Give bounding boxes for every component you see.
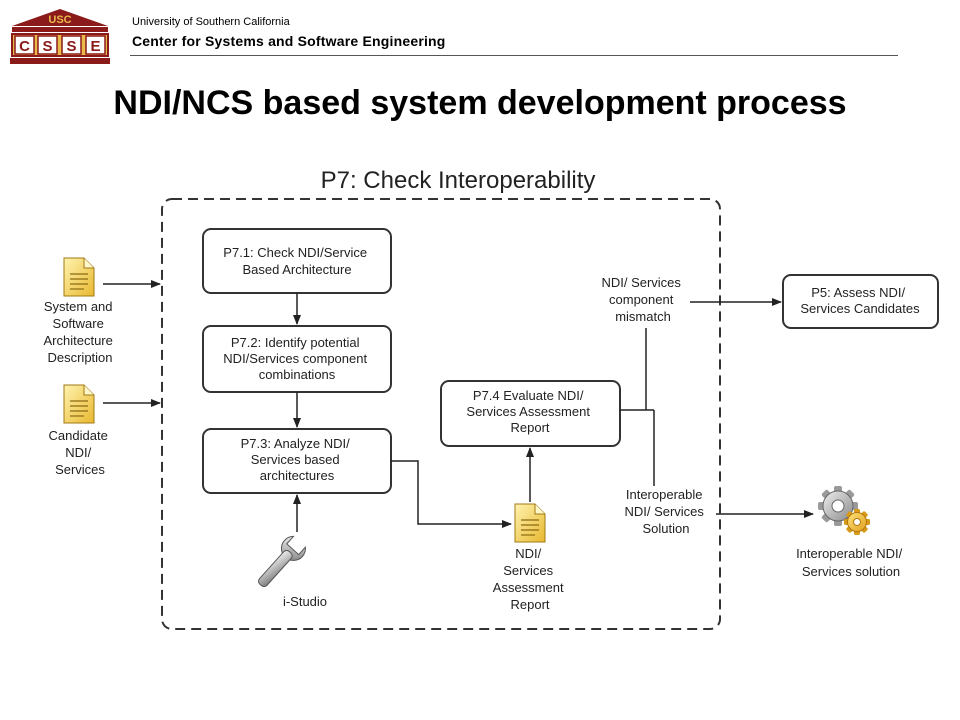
solution-label: Interoperable NDI/ Services Solution <box>624 487 707 536</box>
mismatch-label: NDI/ Services component mismatch <box>601 275 684 324</box>
tool-label: i-Studio <box>283 594 327 609</box>
frame-title: P7: Check Interoperability <box>321 167 596 194</box>
gears-icon <box>818 486 870 535</box>
check-interoperability-frame <box>161 198 721 630</box>
slide-header: USC C S S E University of Southern Calif… <box>0 0 960 70</box>
step-p5-box <box>782 274 939 329</box>
logo-letter-e: E <box>90 38 100 55</box>
arrow-p73-to-report <box>391 460 512 528</box>
university-name: University of Southern California <box>132 16 290 28</box>
document-icon <box>63 257 95 297</box>
logo-letter-s1: S <box>42 38 52 55</box>
center-name: Center for Systems and Software Engineer… <box>132 33 446 49</box>
step-p5-label: P5: Assess NDI/ Services Candidates <box>800 285 920 316</box>
logo-letter-s2: S <box>66 38 76 55</box>
step-p73-label: P7.3: Analyze NDI/ Services based archit… <box>241 436 354 483</box>
step-p71-box <box>202 228 392 294</box>
usc-csse-logo: USC C S S E <box>10 9 110 64</box>
header-divider <box>130 55 898 56</box>
document-icon <box>514 503 546 543</box>
logo-top-text: USC <box>48 14 71 26</box>
step-p72-label: P7.2: Identify potential NDI/Services co… <box>223 335 370 382</box>
input-arch-label: System and Software Architecture Descrip… <box>44 299 117 365</box>
report-label: NDI/ Services Assessment Report <box>493 546 567 612</box>
slide-title: NDI/NCS based system development process <box>113 84 847 122</box>
step-p71-label: P7.1: Check NDI/Service Based Architectu… <box>223 245 370 277</box>
document-icon <box>63 384 95 424</box>
output-label: Interoperable NDI/ Services solution <box>796 546 906 579</box>
step-p74-box <box>440 380 621 447</box>
input-candidates-label: Candidate NDI/ Services <box>49 428 112 477</box>
step-p74-label: P7.4 Evaluate NDI/ Services Assessment R… <box>466 388 593 435</box>
wrench-icon <box>258 535 306 588</box>
logo-letter-c: C <box>19 38 30 55</box>
